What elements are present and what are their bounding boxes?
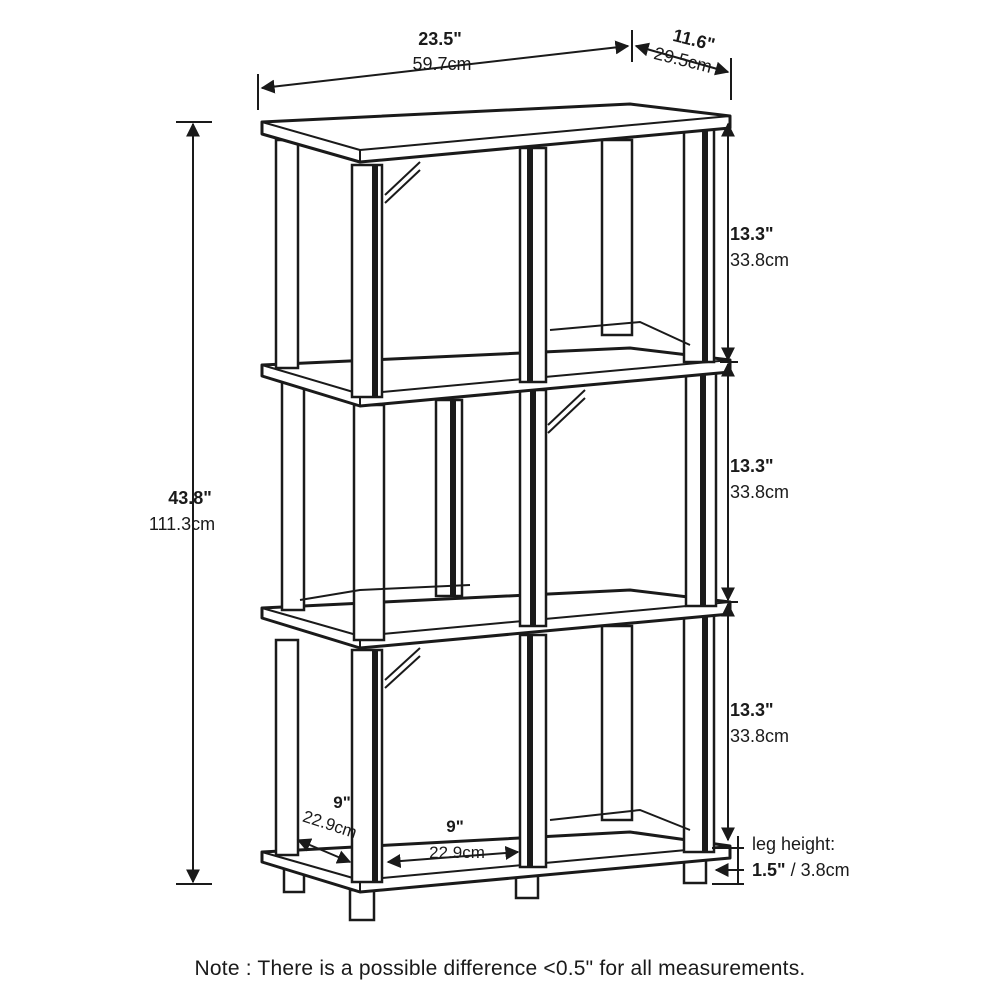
shelf-spacing-2-cm: 33.8cm: [730, 482, 789, 502]
leg-height-separator: /: [786, 860, 801, 880]
shelf-2: [260, 588, 732, 650]
dimension-lines: [176, 30, 744, 885]
leg-height-label: leg height:: [752, 834, 835, 854]
bookshelf-illustration: [260, 102, 732, 922]
leg-height-inches: 1.5": [752, 860, 786, 880]
shelf-3: [260, 346, 732, 408]
depth-dimension-line: [634, 42, 730, 76]
width-dimension-line: [260, 40, 630, 94]
posts-tier-1: [274, 610, 716, 884]
shelf-spacing-3-cm: 33.8cm: [730, 726, 789, 746]
cube-width-line: [386, 845, 520, 869]
shelf-spacing-2-inches: 13.3": [730, 456, 774, 476]
width-inches-label: 23.5": [418, 29, 462, 49]
cube-width-inches: 9": [446, 817, 464, 836]
leg-front-left: [348, 888, 376, 922]
dimension-labels: 23.5" 59.7cm 11.6" 29.5cm 43.8" 111.3cm …: [149, 25, 850, 880]
shelf-spacing-1-inches: 13.3": [730, 224, 774, 244]
posts-tier-3: [274, 126, 716, 399]
shelf-bottom: [260, 830, 732, 894]
cube-depth-line: [296, 838, 352, 864]
height-cm-label: 111.3cm: [149, 514, 215, 534]
leg-height-cm: 3.8cm: [801, 860, 850, 880]
shelf-spacing-1-cm: 33.8cm: [730, 250, 789, 270]
measurement-note: Note : There is a possible difference <0…: [194, 957, 806, 980]
leg-height-value: 1.5" / 3.8cm: [752, 860, 850, 880]
shelf-top: [260, 102, 732, 164]
cube-width-cm: 22.9cm: [429, 843, 485, 862]
shelf-spacing-3-inches: 13.3": [730, 700, 774, 720]
cube-depth-inches: 9": [333, 793, 351, 812]
width-cm-label: 59.7cm: [412, 54, 471, 74]
cube-depth-cm: 22.9cm: [300, 807, 359, 842]
height-inches-label: 43.8": [168, 488, 212, 508]
